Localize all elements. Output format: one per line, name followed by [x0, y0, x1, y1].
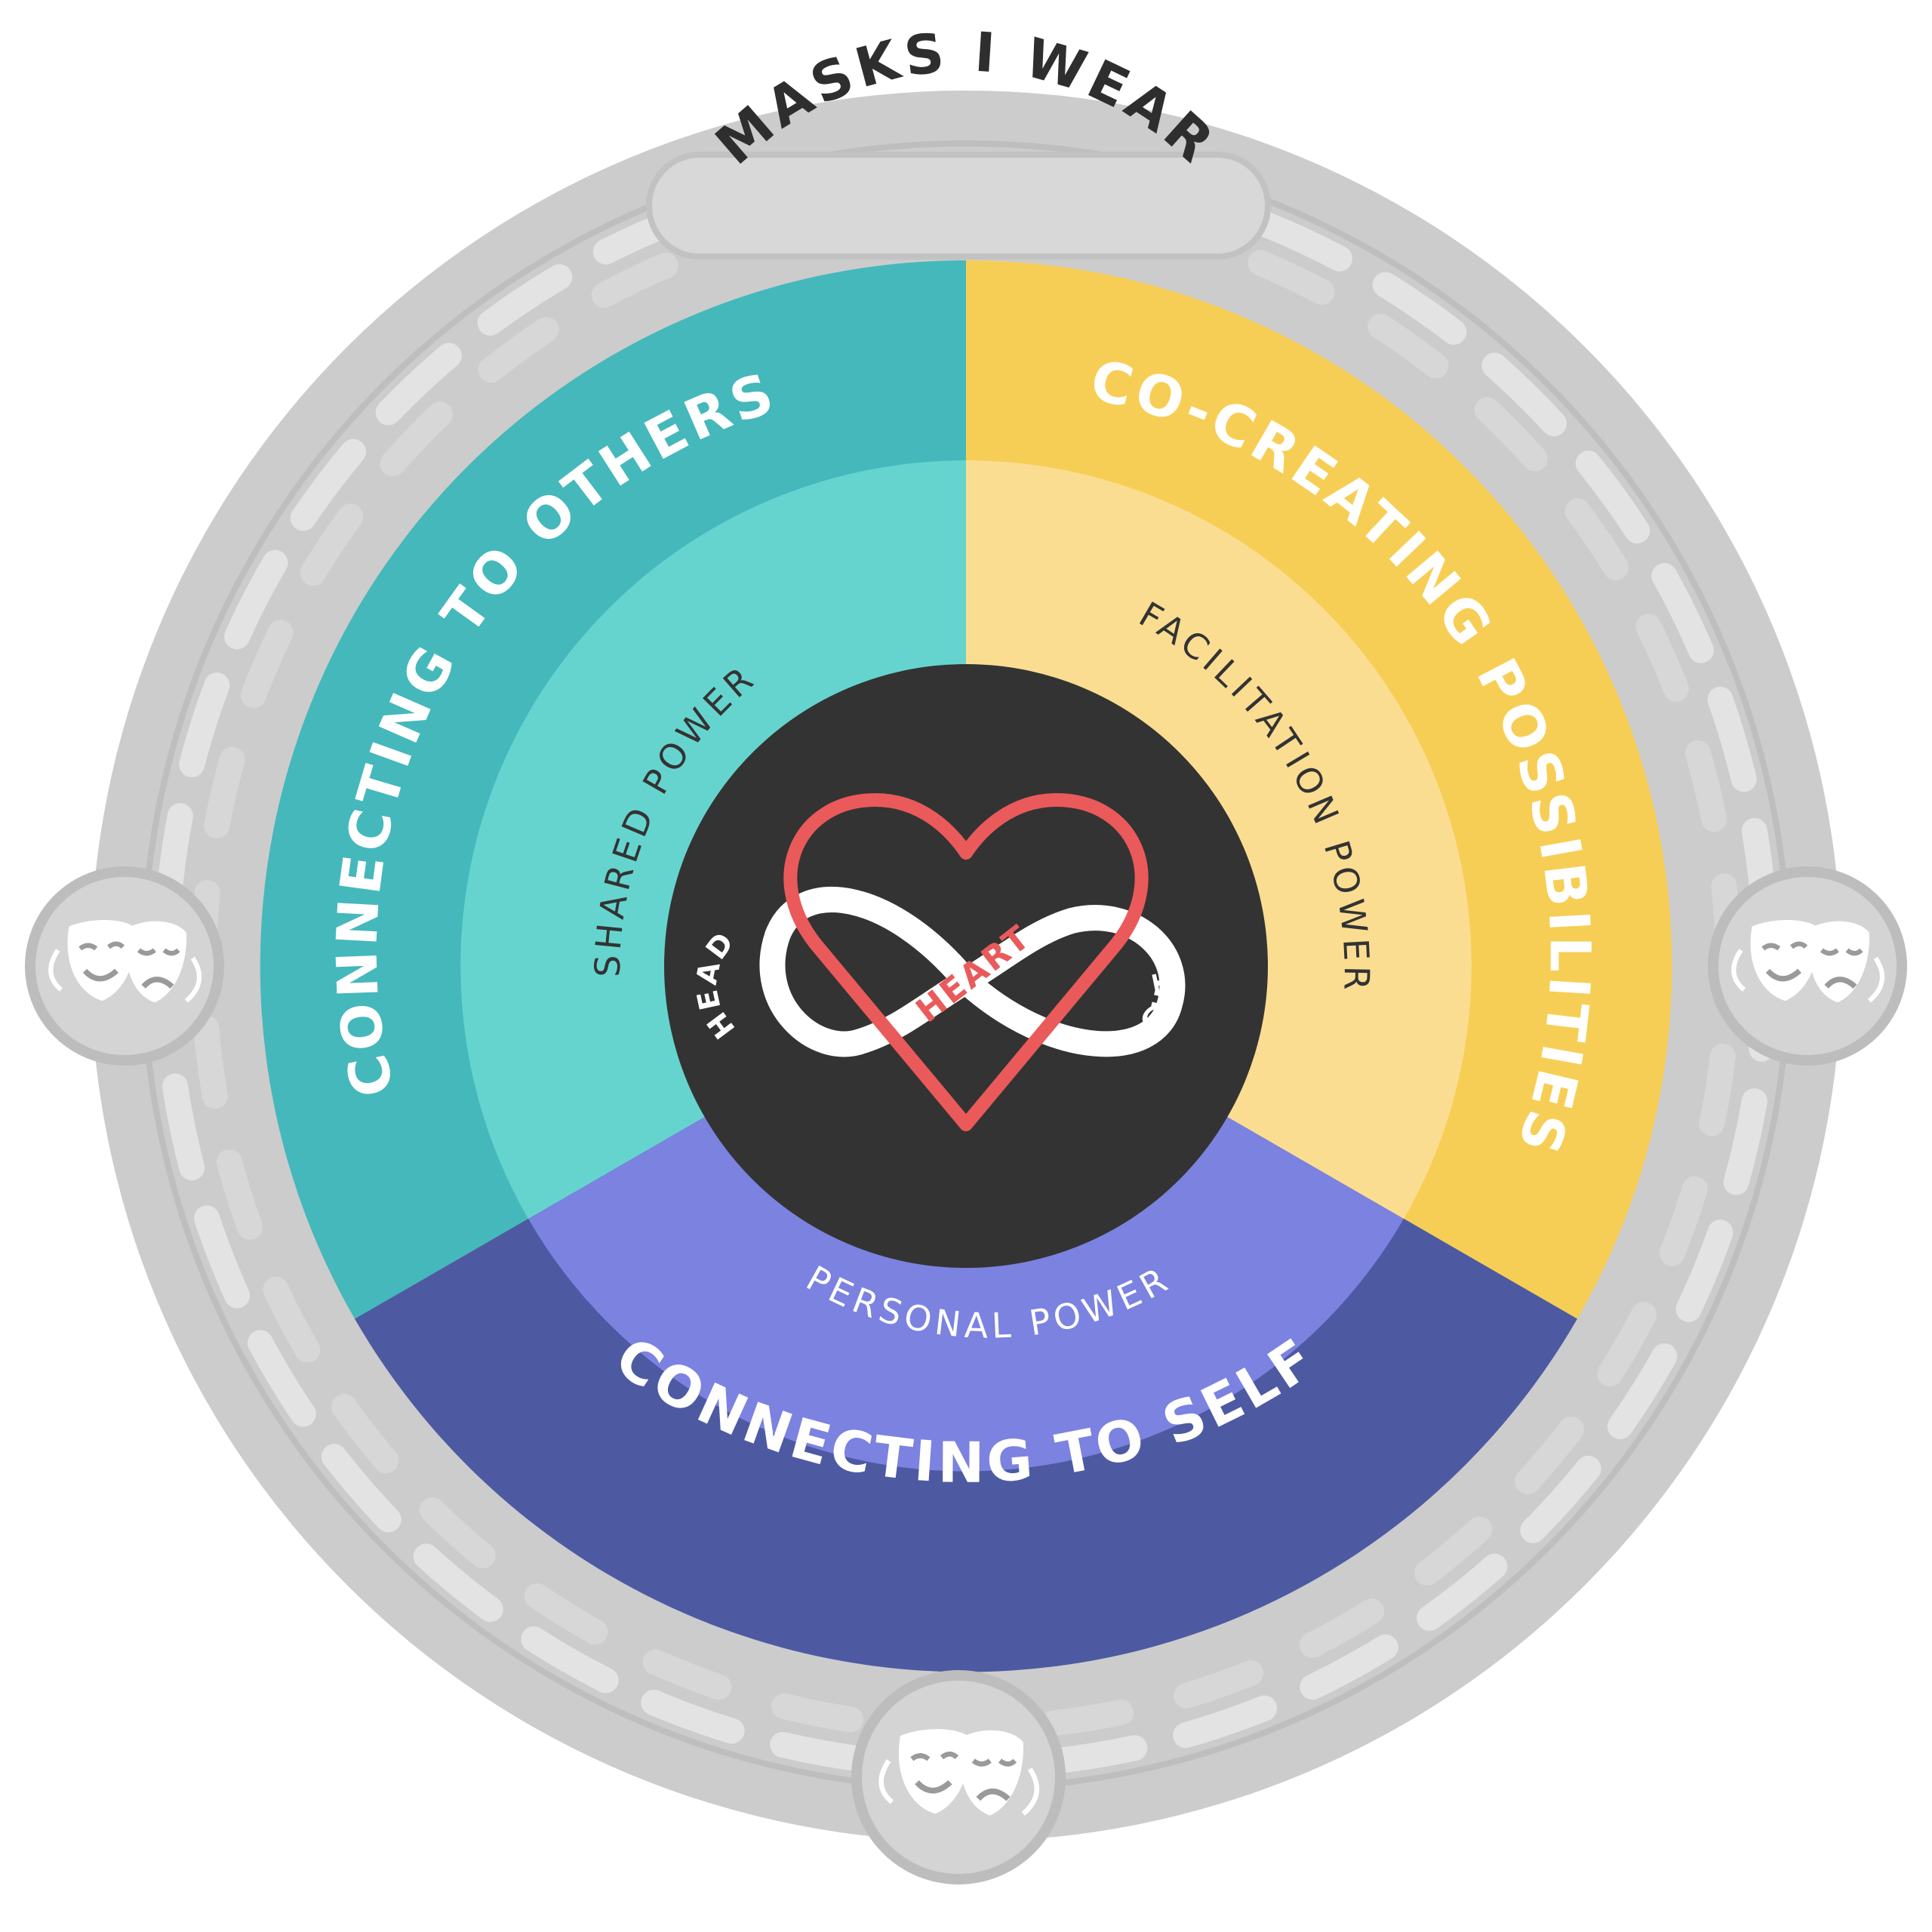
infinity-icon: [759, 887, 1186, 1057]
mask-medallion-right: [1708, 866, 1907, 1066]
arrow-notch-personal: [924, 1389, 1015, 1449]
arrow-notch-shared: [528, 683, 596, 762]
arrow-notch-facilitation: [1328, 679, 1404, 747]
mask-medallion-bottom: [851, 1670, 1066, 1884]
mask-medallion-left: [25, 866, 224, 1066]
center-emblem: HEART HEAD GUT: [664, 664, 1268, 1268]
heart-icon: [783, 793, 1149, 1131]
